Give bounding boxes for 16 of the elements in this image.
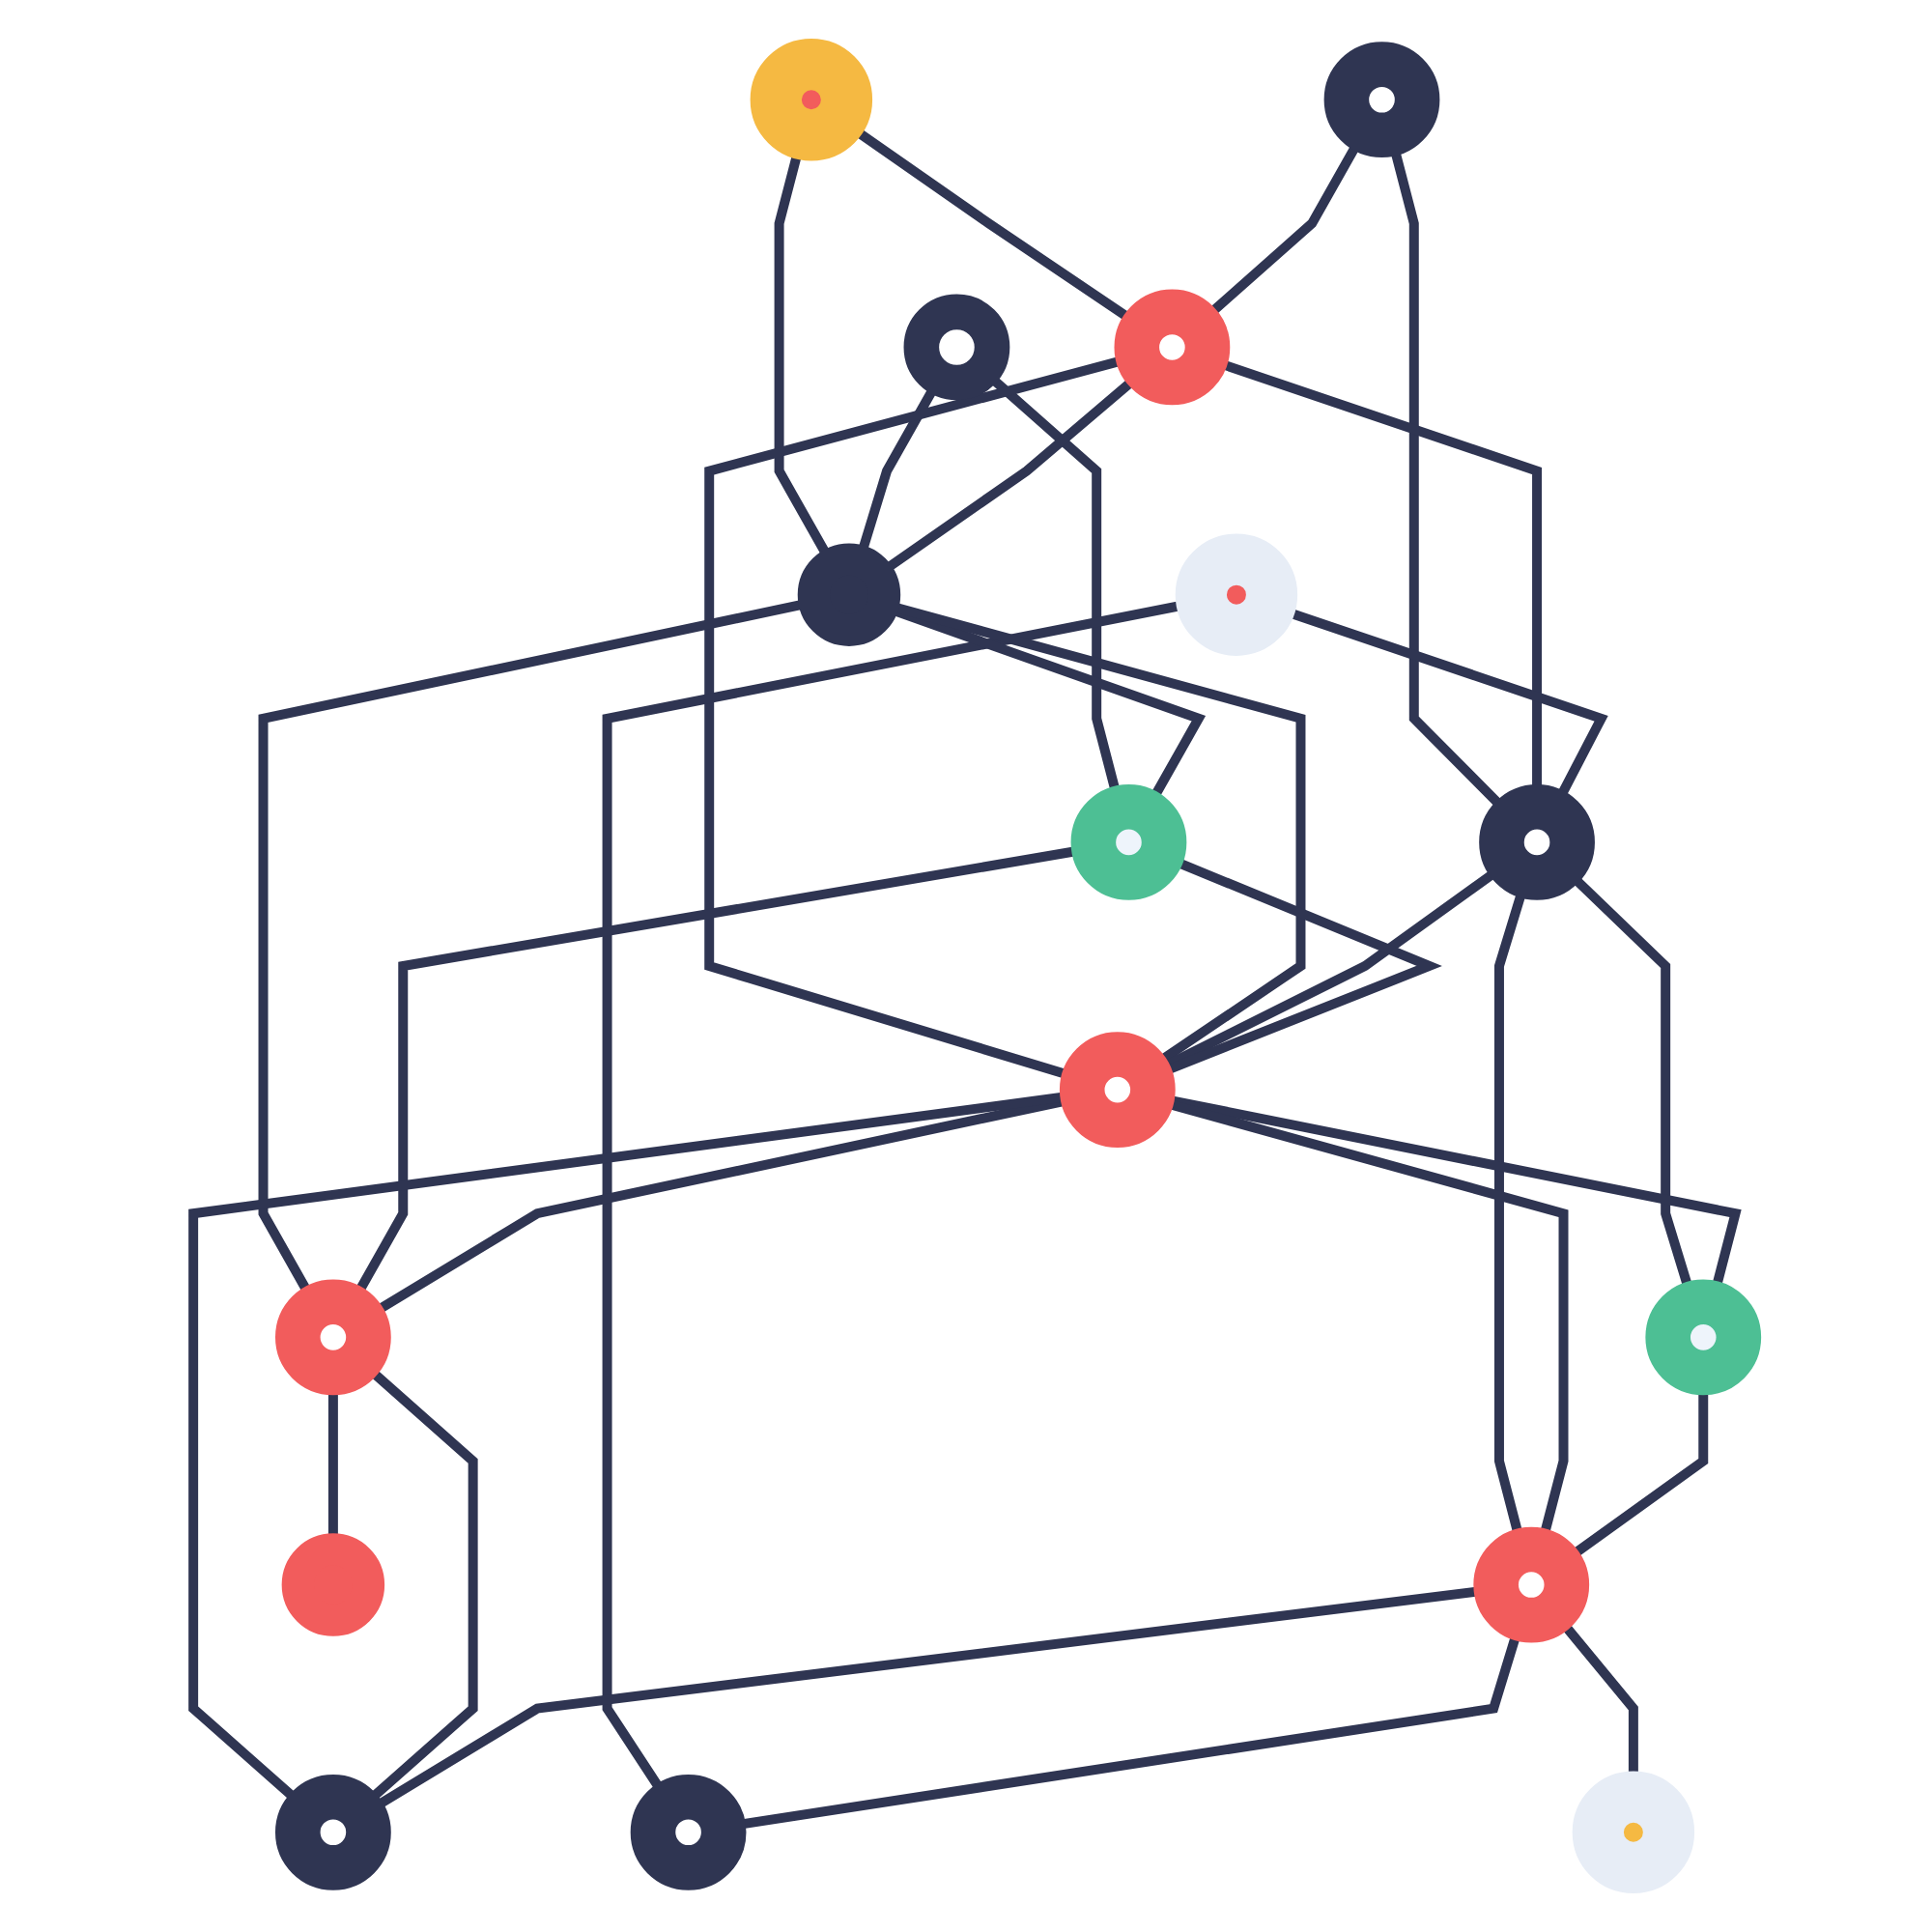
node-circle	[903, 294, 1010, 401]
node-circle	[1323, 42, 1440, 158]
node-circle	[797, 543, 901, 646]
node-circle	[275, 1279, 391, 1396]
node-circle	[1070, 784, 1187, 900]
node-circle	[1175, 533, 1298, 656]
node-circle	[275, 1774, 391, 1890]
node-circle	[281, 1533, 385, 1636]
node-circle	[1059, 1032, 1176, 1148]
node-circle	[750, 39, 873, 161]
node-circle	[1645, 1279, 1762, 1396]
node-circle	[1114, 289, 1231, 406]
node-circle	[1473, 1526, 1590, 1643]
node-circle	[1479, 784, 1595, 900]
node-circle	[630, 1774, 747, 1890]
node-circle	[1572, 1771, 1695, 1893]
